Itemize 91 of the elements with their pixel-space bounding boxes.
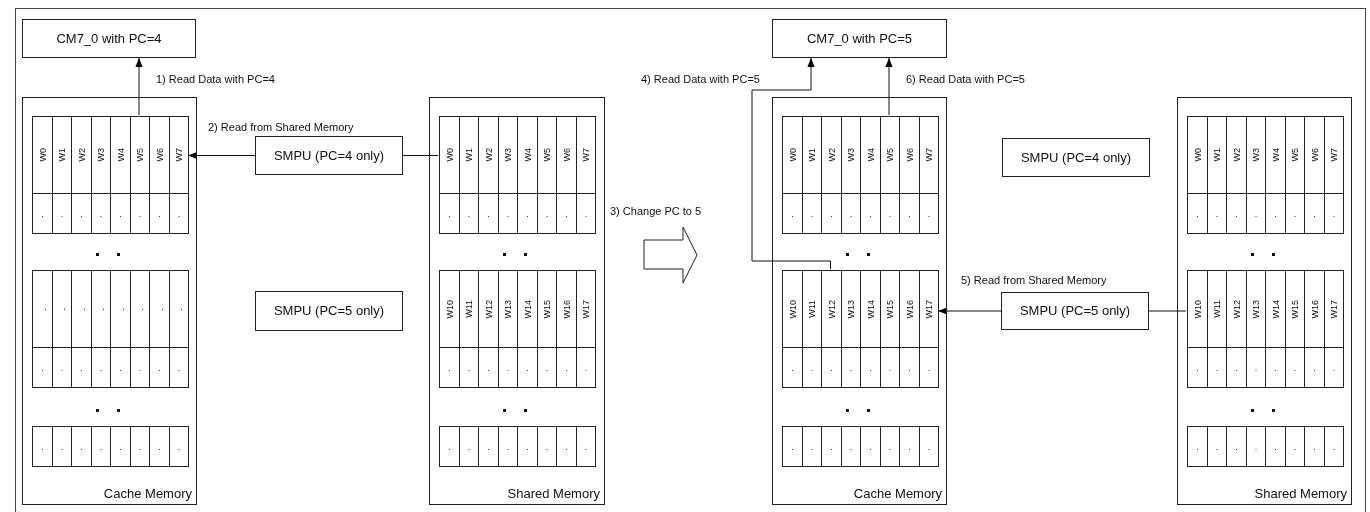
memory-cell: W0 (1187, 116, 1208, 194)
memory-cell: . (860, 426, 881, 467)
arrow (187, 151, 256, 160)
process-box: SMPU (PC=4 only) (255, 136, 403, 175)
memory-cell: . (556, 426, 577, 467)
memory-cell: W17 (919, 270, 939, 348)
memory-cell: . (802, 426, 822, 467)
memory-cell: . (517, 426, 538, 467)
memory-cell: W10 (1187, 270, 1208, 348)
memory-cell: . (149, 426, 170, 467)
memory-cell: W0 (32, 116, 53, 194)
memory-cell: W17 (576, 270, 596, 348)
edge-label: 1) Read Data with PC=4 (155, 73, 276, 86)
memory-cell: . (841, 426, 861, 467)
memory-cell: . (821, 426, 842, 467)
memory-cell: . (1187, 426, 1208, 467)
memory-cell: . (782, 347, 803, 388)
memory-cell: . (919, 193, 939, 234)
memory-cell: . (1246, 426, 1266, 467)
memory-cell: . (91, 426, 111, 467)
memory-cell: . (169, 270, 189, 348)
memory-cell: . (782, 426, 803, 467)
memory-cell: . (1304, 426, 1325, 467)
memory-cell: . (919, 347, 939, 388)
memory-cell: W0 (439, 116, 460, 194)
memory-cell: . (1324, 426, 1344, 467)
memory-cell: . (899, 426, 920, 467)
memory-cell: . (1187, 347, 1208, 388)
memory-cell: W7 (919, 116, 939, 194)
edge-label: 2) Read from Shared Memory (207, 121, 355, 134)
memory-cell: . (1207, 426, 1227, 467)
memory-cell: . (576, 347, 596, 388)
memory-cell: . (439, 347, 460, 388)
memory-cell: . (880, 426, 900, 467)
memory-label: Cache Memory (103, 486, 192, 501)
connector-line (1148, 310, 1187, 312)
memory-cell: . (439, 193, 460, 234)
memory-cell: . (439, 426, 460, 467)
memory-cell: . (110, 426, 131, 467)
memory-cell: W7 (169, 116, 189, 194)
memory-cell: . (1265, 426, 1286, 467)
memory-cell: W0 (782, 116, 803, 194)
process-box: SMPU (PC=4 only) (1002, 138, 1150, 177)
memory-cell: . (576, 426, 596, 467)
memory-cell: . (1226, 426, 1247, 467)
memory-cell: W7 (1324, 116, 1344, 194)
memory-block (1177, 97, 1352, 505)
memory-cell: W7 (576, 116, 596, 194)
memory-label: Shared Memory (1254, 486, 1347, 501)
memory-block (429, 97, 605, 505)
process-box: CM7_0 with PC=5 (772, 19, 947, 58)
memory-cell: . (782, 193, 803, 234)
memory-label: Cache Memory (853, 486, 942, 501)
memory-block (772, 97, 947, 505)
memory-cell: W10 (439, 270, 460, 348)
process-box: SMPU (PC=5 only) (1001, 292, 1149, 330)
memory-cell: . (1324, 193, 1344, 234)
memory-cell: . (169, 347, 189, 388)
memory-cell: . (169, 193, 189, 234)
memory-cell: . (576, 193, 596, 234)
process-box: SMPU (PC=5 only) (255, 291, 403, 331)
memory-cell: . (919, 426, 939, 467)
memory-cell: . (1324, 347, 1344, 388)
memory-cell: . (169, 426, 189, 467)
process-box: CM7_0 with PC=4 (22, 19, 196, 58)
memory-cell: W10 (782, 270, 803, 348)
memory-cell: . (1285, 426, 1305, 467)
arrow (937, 307, 1002, 315)
arrow (885, 57, 893, 116)
edge-label: 5) Read from Shared Memory (960, 274, 1108, 287)
arrow (751, 57, 831, 270)
memory-cell: . (459, 426, 479, 467)
arrow (135, 57, 143, 116)
memory-cell: . (32, 270, 53, 348)
memory-label: Shared Memory (507, 486, 600, 501)
memory-block (22, 97, 197, 505)
memory-cell: . (52, 426, 72, 467)
memory-cell: W17 (1324, 270, 1344, 348)
memory-cell: . (32, 347, 53, 388)
edge-label: 4) Read Data with PC=5 (640, 73, 761, 86)
memory-cell: . (130, 426, 150, 467)
edge-label: 6) Read Data with PC=5 (905, 73, 1026, 86)
memory-cell: . (478, 426, 499, 467)
memory-cell: . (537, 426, 557, 467)
memory-cell: . (32, 426, 53, 467)
connector-line (402, 155, 439, 156)
memory-cell: . (32, 193, 53, 234)
step-label: 3) Change PC to 5 (610, 205, 702, 218)
memory-cell: . (1187, 193, 1208, 234)
memory-cell: . (71, 426, 92, 467)
memory-cell: . (498, 426, 518, 467)
